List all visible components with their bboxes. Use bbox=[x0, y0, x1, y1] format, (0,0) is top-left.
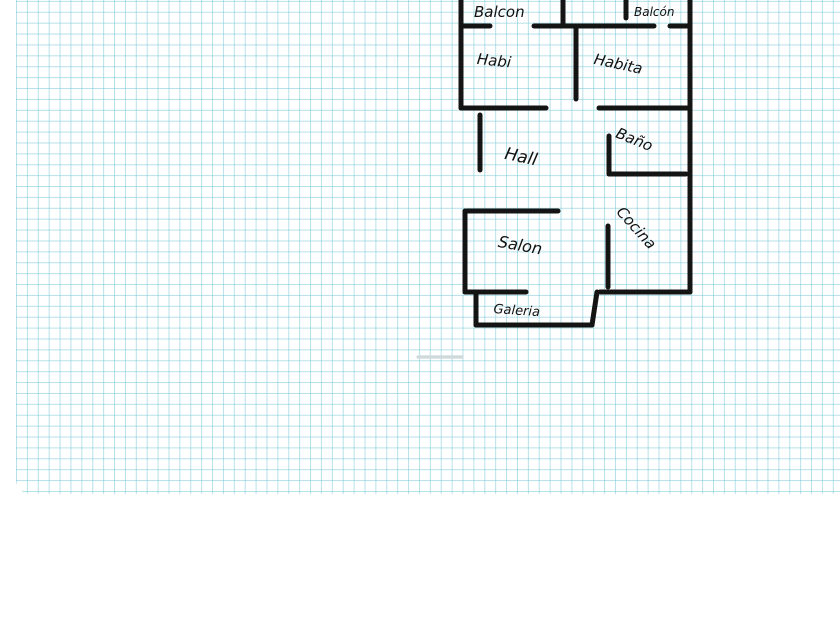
graph-paper-sheet bbox=[16, 0, 840, 494]
floor-plan-walls bbox=[458, 0, 693, 328]
room-label-balcon-left: Balcon bbox=[474, 3, 525, 21]
wall-galeria-right bbox=[589, 289, 600, 328]
room-label-balcon-right: Balcón bbox=[634, 5, 675, 19]
room-label-habi: Habi bbox=[476, 50, 512, 72]
room-label-galeria: Galeria bbox=[492, 302, 541, 321]
